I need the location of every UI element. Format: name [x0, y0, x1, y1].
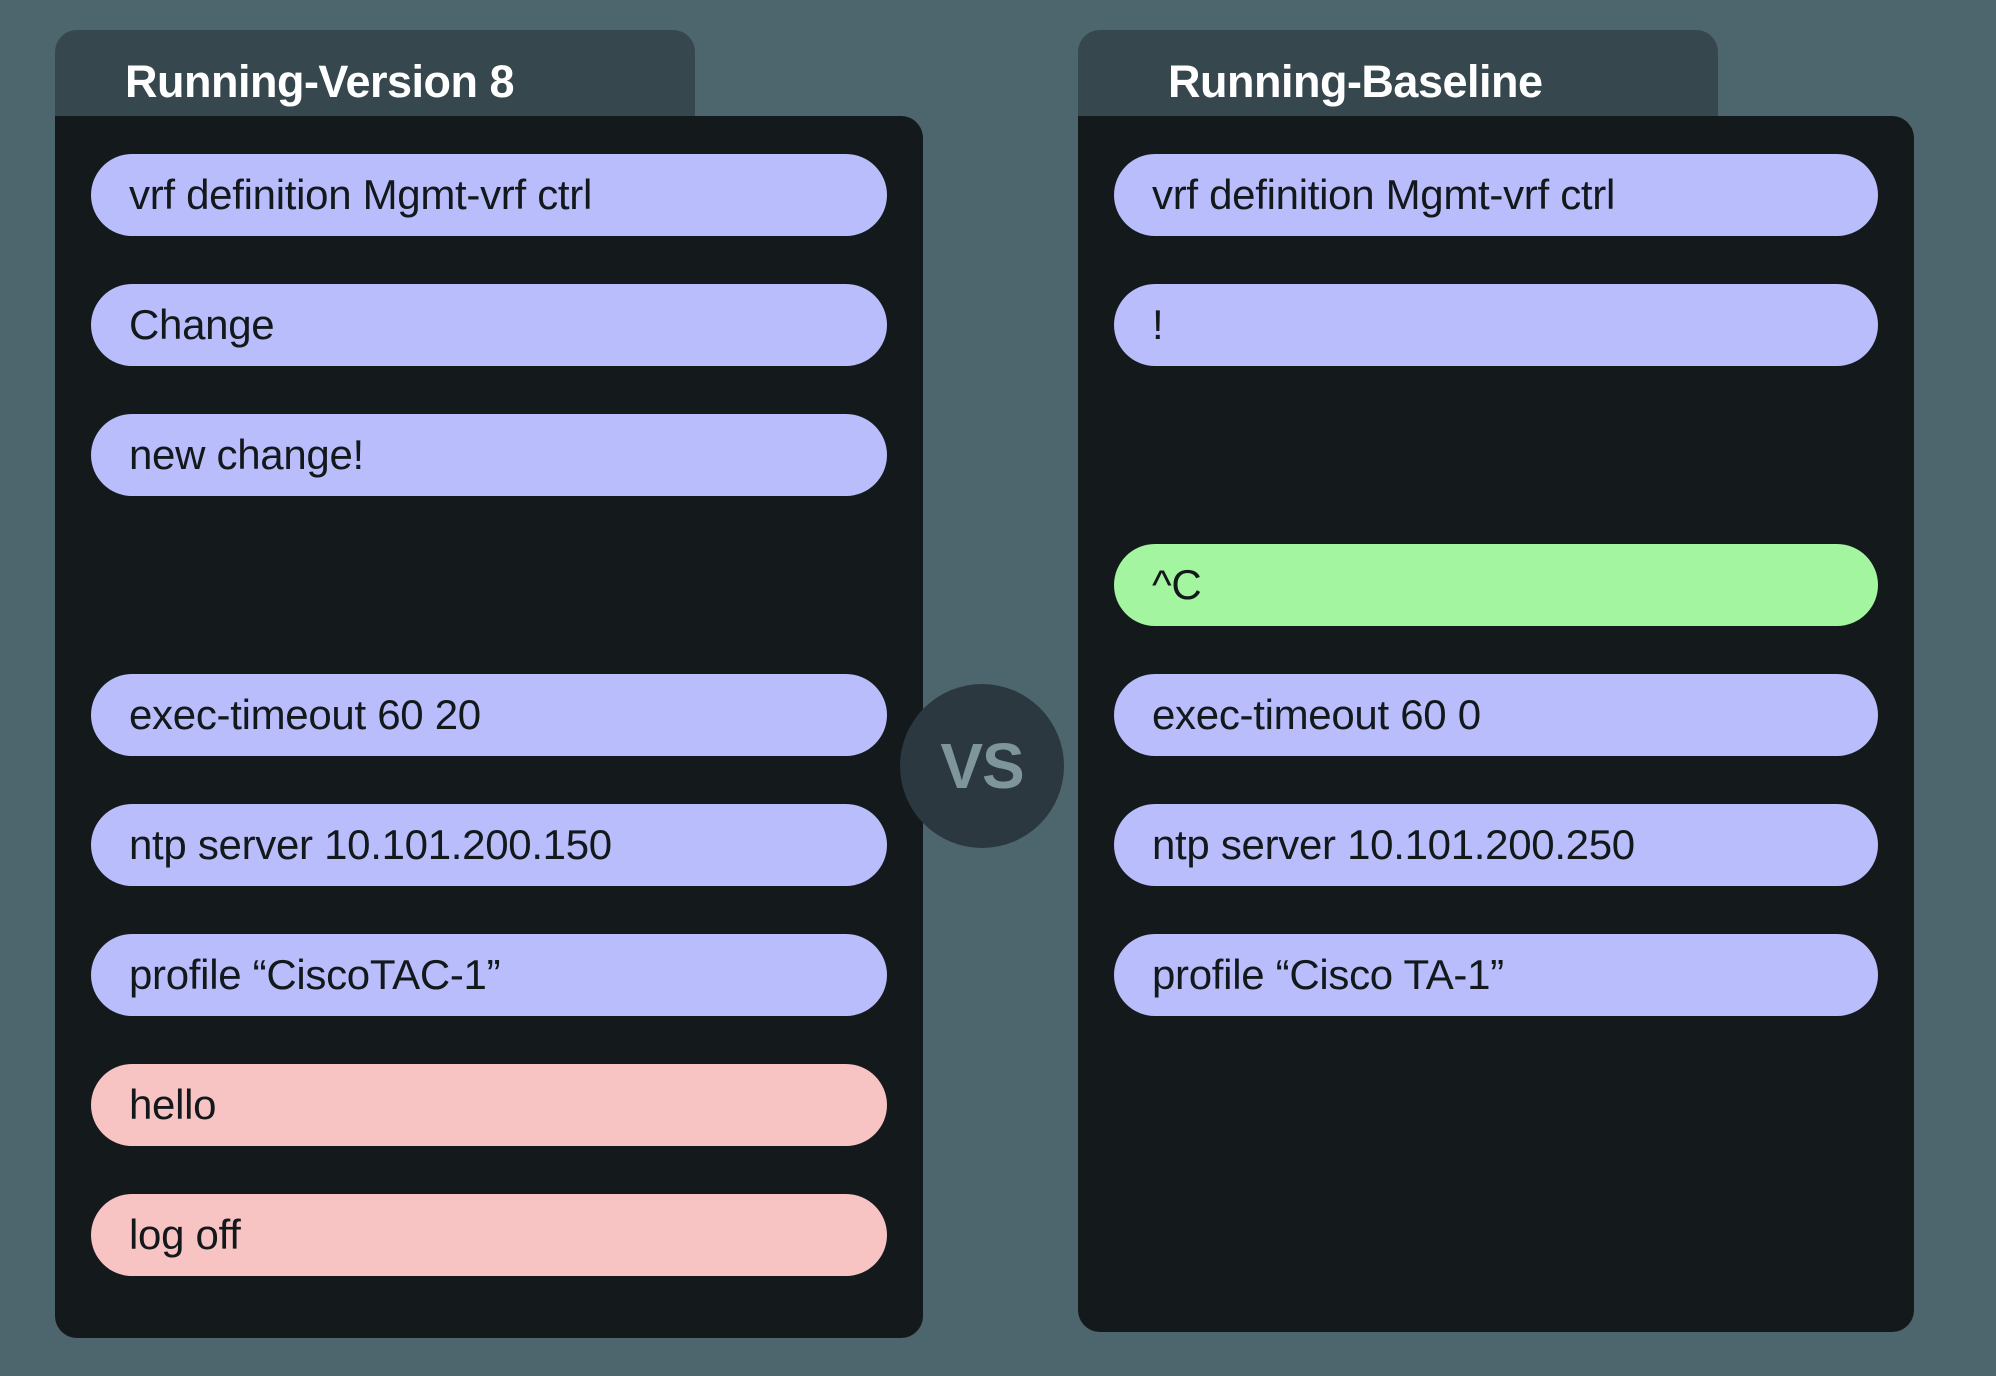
config-line-row: ntp server 10.101.200.250 [1114, 804, 1878, 886]
config-line-row: hello [91, 1064, 887, 1146]
right-config-panel: Running-Baseline vrf definition Mgmt-vrf… [1078, 30, 1914, 1332]
config-line-row: vrf definition Mgmt-vrf ctrl [91, 154, 887, 236]
config-line-row: ! [1114, 284, 1878, 366]
config-line-row: log off [91, 1194, 887, 1276]
right-panel-title: Running-Baseline [1168, 56, 1543, 107]
config-line-row [91, 544, 887, 626]
config-line-row: Change [91, 284, 887, 366]
left-config-panel: Running-Version 8 vrf definition Mgmt-vr… [55, 30, 923, 1338]
config-line-spacer [91, 544, 887, 626]
config-line-chip[interactable]: vrf definition Mgmt-vrf ctrl [91, 154, 887, 236]
versus-label: VS [940, 730, 1024, 802]
config-line-chip[interactable]: ! [1114, 284, 1878, 366]
config-line-chip[interactable]: ntp server 10.101.200.250 [1114, 804, 1878, 886]
config-line-chip[interactable]: exec-timeout 60 0 [1114, 674, 1878, 756]
config-line-row: ntp server 10.101.200.150 [91, 804, 887, 886]
config-line-chip[interactable]: new change! [91, 414, 887, 496]
config-line-row: ^C [1114, 544, 1878, 626]
config-line-chip[interactable]: profile “CiscoTAC-1” [91, 934, 887, 1016]
config-line-row [1114, 414, 1878, 496]
config-line-chip[interactable]: ^C [1114, 544, 1878, 626]
versus-badge: VS [900, 684, 1064, 848]
config-line-chip[interactable]: ntp server 10.101.200.150 [91, 804, 887, 886]
config-line-spacer [1114, 414, 1878, 496]
config-line-chip[interactable]: exec-timeout 60 20 [91, 674, 887, 756]
config-line-chip[interactable]: Change [91, 284, 887, 366]
config-line-chip[interactable]: log off [91, 1194, 887, 1276]
config-line-row: exec-timeout 60 0 [1114, 674, 1878, 756]
config-line-row: vrf definition Mgmt-vrf ctrl [1114, 154, 1878, 236]
config-line-row [1114, 1194, 1878, 1276]
config-line-row: new change! [91, 414, 887, 496]
right-config-line-list: vrf definition Mgmt-vrf ctrl! ^C exec-time… [1114, 154, 1878, 1276]
config-line-row: profile “CiscoTAC-1” [91, 934, 887, 1016]
config-line-chip[interactable]: profile “Cisco TA-1” [1114, 934, 1878, 1016]
right-panel-body: vrf definition Mgmt-vrf ctrl! ^C exec-time… [1078, 116, 1914, 1332]
config-line-row [1114, 1064, 1878, 1146]
left-panel-title: Running-Version 8 [125, 56, 515, 107]
config-line-chip[interactable]: vrf definition Mgmt-vrf ctrl [1114, 154, 1878, 236]
config-line-spacer [1114, 1194, 1878, 1276]
config-line-row: profile “Cisco TA-1” [1114, 934, 1878, 1016]
config-line-row: exec-timeout 60 20 [91, 674, 887, 756]
config-line-chip[interactable]: hello [91, 1064, 887, 1146]
config-line-spacer [1114, 1064, 1878, 1146]
